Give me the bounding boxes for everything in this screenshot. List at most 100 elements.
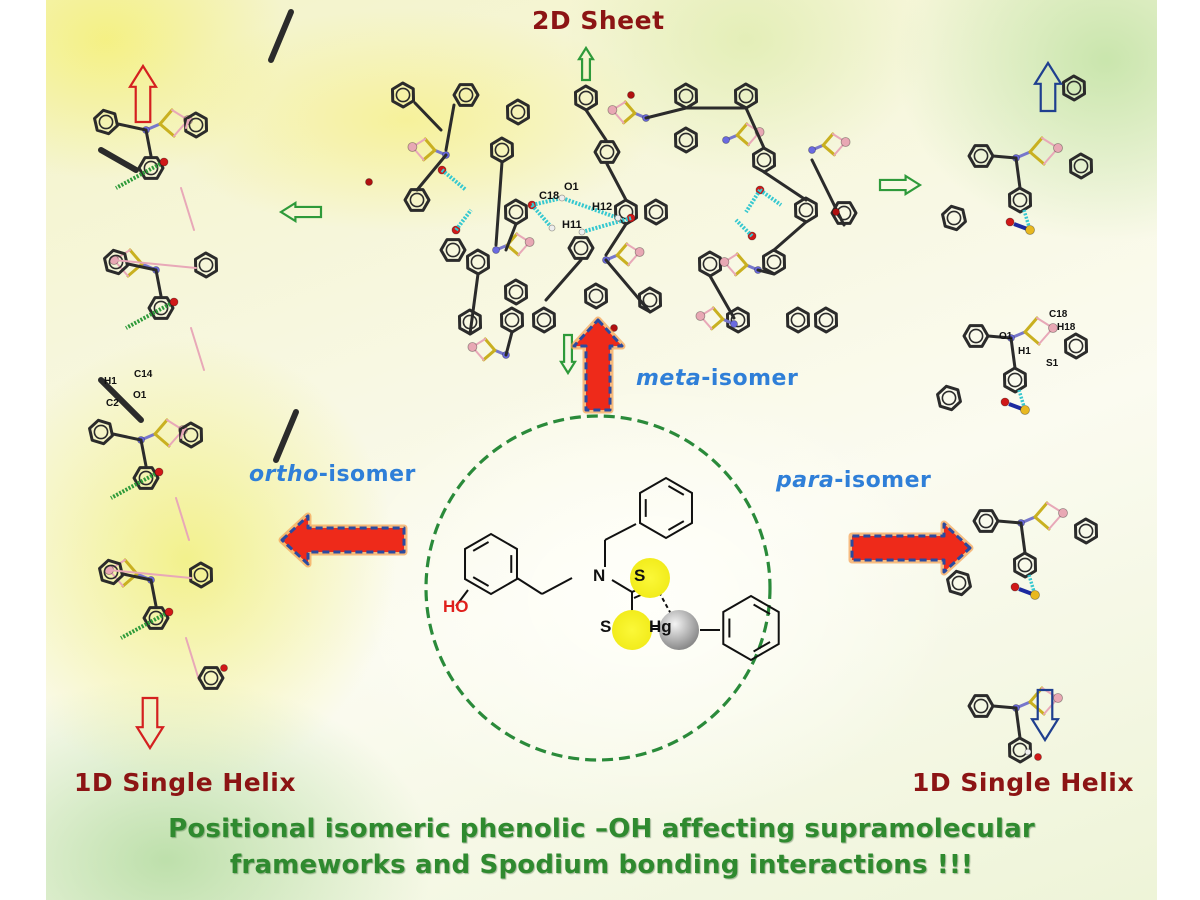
- aromatic-inner-ring: [973, 698, 989, 714]
- spodium-dashed-bond: [658, 591, 672, 615]
- phenyl-ring: [403, 188, 431, 212]
- bond: [413, 101, 443, 132]
- bond: [1019, 521, 1027, 555]
- meta-atom-label-c18: C18: [539, 190, 560, 202]
- bond: [991, 704, 1018, 710]
- phenyl-ring: [1007, 736, 1033, 764]
- aromatic-inner-ring: [103, 564, 119, 580]
- c-s-bond: [615, 253, 630, 267]
- bond: [996, 519, 1023, 525]
- aromatic-inner-ring: [738, 88, 754, 104]
- aromatic-inner-ring: [508, 284, 524, 300]
- mercury-atom: [634, 247, 645, 257]
- aromatic-inner-ring: [138, 470, 154, 486]
- bond: [175, 497, 190, 541]
- aromatic-inner-ring: [470, 254, 486, 270]
- figure-artwork: [88, 9, 1099, 764]
- c-s-bond: [1028, 150, 1046, 166]
- ortho-helix-structure: [88, 9, 299, 690]
- c-s-bond: [153, 418, 169, 436]
- hydrogen-bond: [115, 162, 161, 190]
- hydroxyl-label: HO: [443, 597, 469, 616]
- phenyl-ring: [93, 108, 119, 136]
- para-atom-label-h1: H1: [1018, 346, 1031, 357]
- oxygen-atom: [365, 178, 373, 186]
- oxygen-atom: [220, 664, 228, 672]
- c-s-bond: [735, 122, 749, 137]
- aromatic-inner-ring: [588, 288, 604, 304]
- aromatic-inner-ring: [445, 242, 461, 258]
- hydrogen-bond: [758, 188, 783, 207]
- bond: [111, 432, 143, 442]
- skeletal-bond: [541, 577, 573, 595]
- oxygen-atom: [154, 467, 164, 477]
- aromatic-inner-ring: [1017, 557, 1033, 573]
- meta-prefix: meta: [636, 366, 702, 391]
- aromatic-inner-ring: [1068, 338, 1084, 354]
- bond: [126, 262, 158, 272]
- phenyl-ring: [1063, 332, 1089, 360]
- c-s-bond: [422, 148, 437, 162]
- aromatic-inner-ring: [798, 202, 814, 218]
- benzyl-ring: [639, 476, 693, 540]
- para-suffix: -isomer: [834, 468, 932, 493]
- aromatic-inner-ring: [599, 144, 615, 160]
- bond: [1014, 706, 1022, 740]
- c-s-bond: [710, 317, 725, 331]
- sulfur-atom: [1020, 405, 1030, 415]
- hydrogen-bond: [581, 216, 632, 234]
- aromatic-inner-ring: [702, 256, 718, 272]
- aromatic-inner-ring: [148, 610, 164, 626]
- hydrogen-bond: [120, 612, 166, 640]
- phenyl-ring: [1073, 517, 1099, 545]
- hydrogen-bond: [734, 218, 754, 238]
- phenyl-ring: [813, 306, 839, 334]
- ortho-atom-label-o1: O1: [133, 390, 147, 401]
- para-up-arrow: [1033, 60, 1063, 113]
- hydrogen-bond: [110, 472, 156, 500]
- phenyl-ring: [785, 306, 811, 334]
- bond: [154, 268, 163, 298]
- bond: [121, 572, 153, 582]
- bond: [584, 108, 608, 142]
- nitrogen-atom: [730, 320, 738, 328]
- bond: [708, 274, 736, 320]
- bond: [108, 569, 192, 579]
- c-s-bond: [735, 252, 749, 267]
- skeletal-bond: [611, 579, 633, 593]
- c-s-bond: [615, 242, 629, 257]
- aromatic-inner-ring: [818, 312, 834, 328]
- bond: [149, 578, 158, 608]
- ortho-prefix: ortho: [249, 462, 319, 487]
- mercury-atom: [695, 311, 706, 321]
- phenyl-ring: [967, 144, 995, 168]
- mercury-atom: [407, 142, 418, 152]
- para-down-arrow: [1030, 688, 1060, 743]
- oxygen-atom: [1010, 582, 1020, 592]
- para-isomer-label: para-isomer: [776, 468, 931, 493]
- c-s-bond: [734, 263, 749, 277]
- bond: [180, 429, 184, 439]
- phenyl-ring: [188, 561, 214, 589]
- bond: [504, 222, 518, 252]
- meta-right-arrow: [878, 174, 923, 196]
- aromatic-inner-ring: [93, 424, 109, 440]
- caption-line-1: Positional isomeric phenolic –OH affecti…: [168, 814, 1035, 844]
- hydrogen-bond: [531, 196, 563, 207]
- para-helix-structure: [936, 74, 1099, 764]
- phenyl-ring: [967, 694, 995, 718]
- edge-on-phenyl: [268, 9, 294, 63]
- aromatic-inner-ring: [951, 575, 967, 591]
- aromatic-inner-ring: [188, 117, 204, 133]
- aromatic-inner-ring: [678, 132, 694, 148]
- bond: [185, 119, 189, 129]
- bond: [504, 330, 514, 357]
- c-s-bond: [1033, 501, 1049, 519]
- phenyl-ring: [439, 238, 467, 262]
- hydroxyphenyl-ring: [464, 532, 518, 596]
- bond: [605, 162, 628, 202]
- aromatic-inner-ring: [494, 142, 510, 158]
- mercury-phenyl-ring: [722, 594, 780, 662]
- edge-on-phenyl: [273, 409, 299, 463]
- phenyl-ring: [197, 666, 225, 690]
